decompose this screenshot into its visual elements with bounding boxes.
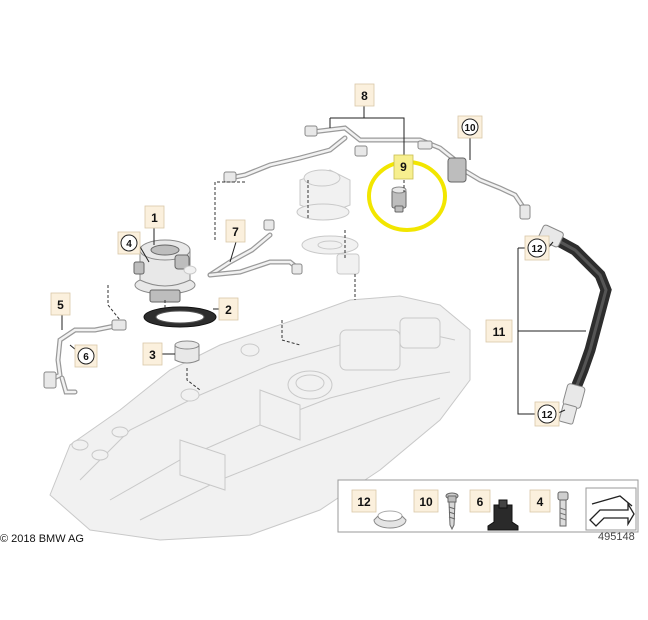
diagram-reference-number: 495148 <box>598 531 635 543</box>
roller-tappet <box>174 340 200 364</box>
small-parts-legend: 12 10 6 <box>337 479 639 533</box>
callout-6: 6 <box>74 344 98 368</box>
ghost-pump <box>296 169 360 275</box>
high-pressure-pump <box>133 239 197 303</box>
svg-text:12: 12 <box>357 495 371 509</box>
bolt-icon <box>557 491 569 527</box>
leader-lines <box>61 106 586 415</box>
copyright-text: © 2018 BMW AG <box>0 533 84 545</box>
legend-item-clip: 12 <box>351 489 407 529</box>
fuel-pressure-sensor <box>391 186 407 213</box>
svg-text:12: 12 <box>541 410 553 421</box>
svg-text:3: 3 <box>149 348 156 362</box>
callout-4: 4 <box>117 231 141 255</box>
line-fitting <box>223 171 237 183</box>
svg-text:10: 10 <box>419 495 433 509</box>
callout-10: 10 <box>457 115 483 139</box>
fuel-line-5 <box>43 319 127 395</box>
legend-item-bolt: 4 <box>529 489 569 527</box>
svg-text:4: 4 <box>537 495 544 509</box>
fuel-line-7 <box>207 219 303 278</box>
svg-text:6: 6 <box>477 495 484 509</box>
direction-arrow-icon <box>585 487 637 531</box>
grommet-icon <box>487 499 519 531</box>
screw-icon <box>445 492 459 531</box>
svg-text:7: 7 <box>232 225 239 239</box>
callout-12-top: 12 <box>524 235 550 261</box>
callout-5: 5 <box>50 292 71 316</box>
callout-7: 7 <box>225 219 246 243</box>
callout-2: 2 <box>218 297 239 321</box>
cylinder-head-cover <box>49 295 471 541</box>
seal-ring <box>143 306 217 328</box>
svg-text:5: 5 <box>57 298 64 312</box>
legend-item-screw: 10 <box>413 489 459 531</box>
svg-text:8: 8 <box>361 89 368 103</box>
line-fitting <box>417 140 433 150</box>
clip-icon <box>373 510 407 529</box>
callout-11: 11 <box>485 319 513 343</box>
fuel-rail-connector <box>447 157 531 220</box>
svg-text:6: 6 <box>83 352 89 363</box>
line-fitting <box>304 125 318 137</box>
high-pressure-line-8 <box>223 125 458 183</box>
callout-12-bottom: 12 <box>534 401 560 427</box>
svg-text:1: 1 <box>151 211 158 225</box>
svg-text:4: 4 <box>126 239 132 250</box>
svg-text:12: 12 <box>531 244 543 255</box>
callout-9: 9 <box>393 154 414 180</box>
callout-8: 8 <box>354 83 375 107</box>
svg-text:9: 9 <box>400 160 407 174</box>
svg-text:11: 11 <box>493 325 506 339</box>
legend-item-grommet: 6 <box>469 489 519 531</box>
line-fitting <box>354 145 368 157</box>
svg-text:2: 2 <box>225 303 232 317</box>
svg-text:10: 10 <box>464 123 476 134</box>
callout-3: 3 <box>142 342 163 366</box>
callout-1: 1 <box>144 205 165 229</box>
